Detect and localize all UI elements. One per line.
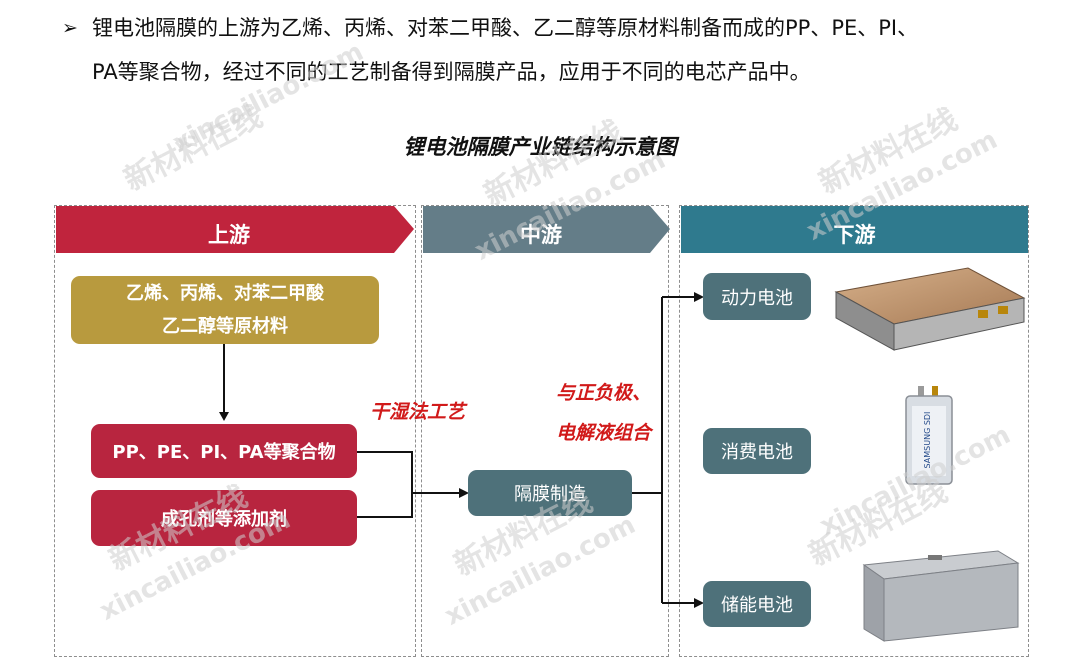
intro-line-2: PA等聚合物，经过不同的工艺制备得到隔膜产品，应用于不同的电芯产品中。 bbox=[92, 60, 811, 84]
raw-materials-box: 乙烯、丙烯、对苯二甲酸 乙二醇等原材料 bbox=[71, 276, 379, 344]
polymer-to-merge-line bbox=[357, 451, 413, 518]
diagram-title: 锂电池隔膜产业链结构示意图 bbox=[403, 135, 677, 159]
arrowhead-storage bbox=[694, 598, 704, 608]
storage-battery-box: 储能电池 bbox=[703, 581, 811, 627]
consumer-cell-brand-text: SAMSUNG SDI bbox=[923, 412, 932, 469]
polymers-box: PP、PE、PI、PA等聚合物 bbox=[91, 424, 357, 478]
separator-manufacturing-box: 隔膜制造 bbox=[468, 470, 632, 516]
consumer-battery-label: 消费电池 bbox=[721, 442, 793, 463]
midstream-header-arrow bbox=[423, 206, 670, 253]
midstream-header: 中游 bbox=[520, 223, 562, 247]
downstream-header-bar bbox=[681, 206, 1028, 253]
downstream-header: 下游 bbox=[833, 223, 876, 247]
dry-wet-process-label: 干湿法工艺 bbox=[370, 401, 466, 423]
additives-box: 成孔剂等添加剂 bbox=[91, 490, 357, 546]
combine-label-line-1: 与正负极、 bbox=[556, 382, 652, 404]
additives-label: 成孔剂等添加剂 bbox=[161, 509, 287, 530]
polymers-label: PP、PE、PI、PA等聚合物 bbox=[112, 442, 336, 463]
power-battery-image bbox=[834, 267, 1026, 351]
intro-line-1: 锂电池隔膜的上游为乙烯、丙烯、对苯二甲酸、乙二醇等原材料制备而成的PP、PE、P… bbox=[92, 16, 919, 40]
downstream-section bbox=[679, 205, 1029, 657]
storage-battery-label: 储能电池 bbox=[721, 595, 793, 616]
storage-battery-image bbox=[862, 550, 1020, 642]
raw-materials-line-1: 乙烯、丙烯、对苯二甲酸 bbox=[126, 283, 324, 304]
midstream-section bbox=[421, 205, 669, 657]
consumer-battery-image: SAMSUNG SDI bbox=[905, 386, 953, 485]
bullet-arrow-icon: ➢ bbox=[62, 17, 78, 39]
raw-materials-line-2: 乙二醇等原材料 bbox=[162, 316, 288, 337]
upstream-header: 上游 bbox=[208, 223, 250, 247]
separator-manufacturing-label: 隔膜制造 bbox=[514, 484, 586, 505]
upstream-section bbox=[54, 205, 416, 657]
upstream-header-arrow bbox=[56, 206, 414, 253]
arrowhead-polymer bbox=[219, 412, 229, 421]
arrowhead-manufacturing bbox=[459, 488, 469, 498]
power-battery-box: 动力电池 bbox=[703, 273, 811, 320]
arrowhead-power bbox=[694, 292, 704, 302]
consumer-battery-box: 消费电池 bbox=[703, 428, 811, 474]
combine-label-line-2: 电解液组合 bbox=[556, 422, 652, 444]
power-battery-label: 动力电池 bbox=[721, 287, 793, 309]
